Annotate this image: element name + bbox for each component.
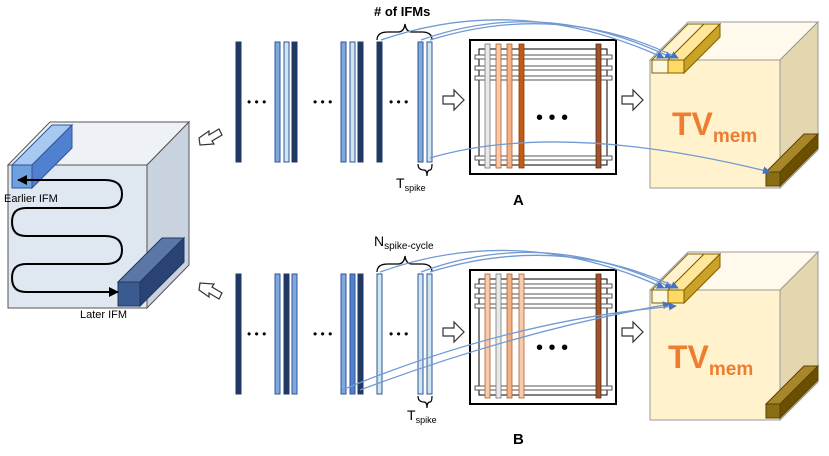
arrow-bars-to-grid-a-icon [442,88,465,112]
ifm-count-brace [376,23,433,41]
panel-b-letter: B [513,431,524,448]
tv-mem-label-a: TVmem [672,106,757,147]
mapping-arrows-b [341,249,679,391]
mapping-arrows-a [380,19,771,175]
bars-ellipsis-2: • • • [313,95,332,109]
tv-mem-label-b: TVmem [668,339,753,380]
input-cube [6,120,191,310]
panel-b: • • • • • • • • • Nspike-cycle Tspike • … [235,233,820,448]
panel-a: • • • • • • • • • # of IFMs Tspike • • •… [235,4,820,209]
bars-ellipsis-1: • • • [247,95,266,109]
bars-ellipsis-b3: • • • [389,327,408,341]
tv-mem-cube-b [648,250,820,422]
bars-ellipsis-3: • • • [389,95,408,109]
bars-ellipsis-b2: • • • [313,327,332,341]
t-spike-brace-b [417,395,433,409]
tv-mem-cube-a [648,20,820,190]
bars-ellipsis-b1: • • • [247,327,266,341]
arrow-bars-to-grid-b-icon [442,320,465,344]
later-ifm-bar [116,236,186,308]
later-ifm-label: Later IFM [80,309,127,321]
scan-order-path [10,179,124,297]
panel-a-letter: A [513,192,524,209]
n-spike-cycle-brace [376,255,433,273]
arrow-grid-to-tv-a-icon [621,88,644,112]
t-spike-brace-a [417,163,433,177]
t-spike-label-b: Tspike [407,407,437,425]
crossbar-grid-a [469,39,617,175]
n-spike-cycle-label: Nspike-cycle [374,233,434,252]
spike-bars-a [235,41,433,163]
spike-bars-b [235,273,433,395]
t-spike-label-a: Tspike [396,175,426,193]
arrow-to-panel-a-icon [198,128,223,146]
crossbar-grid-b [469,269,617,405]
earlier-ifm-label: Earlier IFM [4,193,58,205]
ifm-count-label: # of IFMs [374,4,430,19]
arrow-grid-to-tv-b-icon [621,320,644,344]
grid-ellipsis-a: • • • [536,107,568,129]
grid-ellipsis-b: • • • [536,337,568,359]
arrow-to-panel-b-icon [198,282,223,300]
